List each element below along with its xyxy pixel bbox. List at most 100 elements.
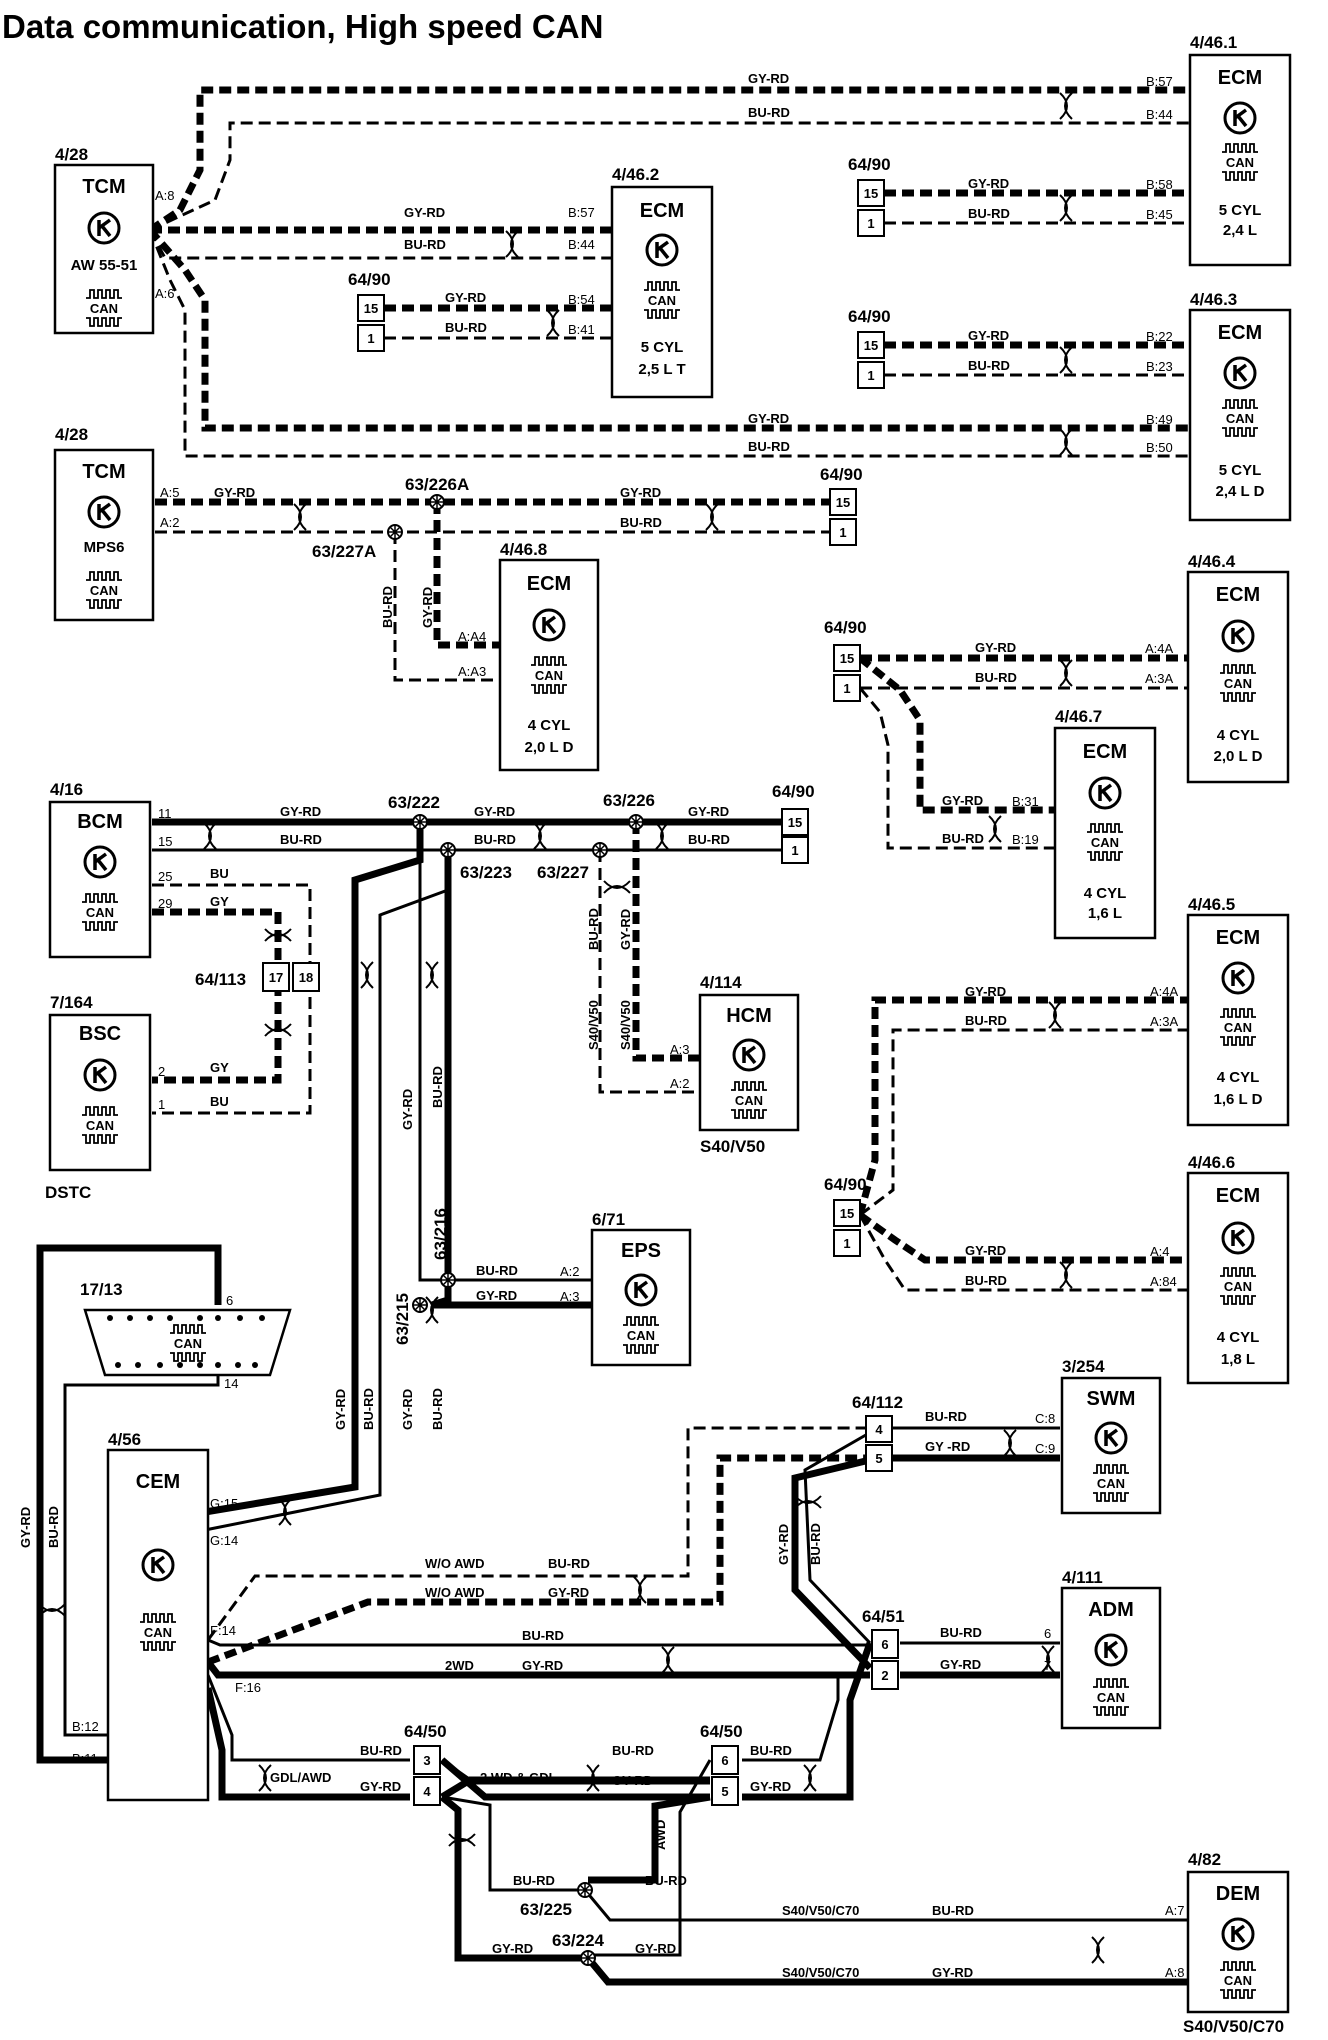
- pin-label: B:44: [568, 237, 595, 252]
- wire-label: BU-RD: [522, 1628, 564, 1643]
- module-cem-4-56: 4/56 CEM CAN: [106, 1430, 210, 1802]
- pin-label: A:8: [155, 188, 175, 203]
- pin-label: C:8: [1035, 1411, 1055, 1426]
- pin-label: B:11: [72, 1751, 98, 1766]
- module-ref: 4/16: [50, 780, 83, 799]
- can-label: CAN: [1226, 155, 1254, 170]
- pin-label: A:4A: [1145, 641, 1174, 656]
- can-label: CAN: [86, 1118, 114, 1133]
- wire-label: BU-RD: [940, 1625, 982, 1640]
- module-name: ECM: [1216, 927, 1260, 949]
- connector-ref: 64/51: [862, 1607, 905, 1626]
- pin-label: 1: [843, 1236, 850, 1251]
- module-ref: 4/56: [108, 1430, 141, 1449]
- wire-label: BU-RD: [476, 1263, 518, 1278]
- can-label: CAN: [90, 301, 118, 316]
- connector-64-90-a: 64/90 15 1: [848, 155, 891, 237]
- module-sub2: 2,5 L T: [638, 361, 685, 378]
- wire-label: GY-RD: [214, 485, 255, 500]
- data-link-connector-17-13: 17/13 CAN 6 14: [80, 1280, 292, 1391]
- can-label: CAN: [1091, 835, 1119, 850]
- can-label: CAN: [648, 293, 676, 308]
- pin-label: 6: [881, 1637, 888, 1652]
- wire-label: BU-RD: [380, 586, 395, 628]
- splice-label: 63/225: [520, 1900, 572, 1919]
- module-note: S40/V50/C70: [1183, 2017, 1284, 2036]
- pin-label: F:14: [210, 1623, 236, 1638]
- module-name: EPS: [621, 1240, 661, 1262]
- wire-label: GY-RD: [748, 71, 789, 86]
- module-sub1: 4 CYL: [1084, 885, 1127, 902]
- connector-ref: 64/90: [772, 782, 815, 801]
- wire-label: BU-RD: [925, 1409, 967, 1424]
- module-sub1: 5 CYL: [641, 339, 684, 356]
- module-bsc-7-164: 7/164 BSC CAN DSTC: [45, 993, 152, 1202]
- module-sub2: 2,0 L D: [525, 739, 574, 756]
- module-ref: 4/46.4: [1188, 552, 1236, 571]
- pin-label: B:41: [568, 322, 595, 337]
- module-sub1: 4 CYL: [1217, 1329, 1260, 1346]
- pin-label: 1: [867, 216, 874, 231]
- pin-label: A:8: [1165, 1965, 1185, 1980]
- variant-label: S40/V50/C70: [782, 1965, 859, 1980]
- connector-ref: 64/90: [848, 307, 891, 326]
- wire-label: BU-RD: [965, 1013, 1007, 1028]
- variant-label: S40/V50: [586, 1000, 601, 1050]
- pin-label: 15: [836, 495, 850, 510]
- wire-label: GY-RD: [522, 1658, 563, 1673]
- wire-label: GY-RD: [492, 1941, 533, 1956]
- wire-label: GY-RD: [476, 1288, 517, 1303]
- pin-label: B:58: [1146, 177, 1173, 192]
- variant-label: 2WD: [445, 1658, 474, 1673]
- module-tcm-4-28-mps6: 4/28 TCM MPS6 CAN: [53, 425, 155, 622]
- wire-label: GY-RD: [975, 640, 1016, 655]
- module-name: ECM: [1218, 67, 1262, 89]
- wire-label: GY-RD: [280, 804, 321, 819]
- module-sub1: 5 CYL: [1219, 202, 1262, 219]
- module-ecm-4-46-3: 4/46.3 ECM CAN 5 CYL 2,4 L D: [1188, 290, 1292, 522]
- module-sub1: AW 55-51: [71, 257, 138, 274]
- can-label: CAN: [1224, 1279, 1252, 1294]
- pin-label: A:2: [670, 1076, 690, 1091]
- pin-label: 1: [367, 331, 374, 346]
- wire-label: GY-RD: [420, 587, 435, 628]
- control-unit-icon: [1221, 1917, 1255, 1951]
- control-unit-icon: [532, 608, 566, 642]
- pin-label: B:50: [1146, 440, 1173, 455]
- wire-label: BU: [210, 1094, 229, 1109]
- pin-label: F:16: [235, 1680, 261, 1695]
- pin-label: A:A3: [458, 664, 486, 679]
- pin-label: 15: [864, 186, 878, 201]
- can-label: CAN: [90, 583, 118, 598]
- splice-63-216: [440, 1272, 456, 1288]
- variant-labels: W/O AWD W/O AWD 2WD GDL/AWD 2 WD & GDL A…: [270, 1556, 859, 1980]
- pin-label: A:A4: [458, 629, 486, 644]
- module-ref: 4/28: [55, 425, 88, 444]
- pin-label: 6: [721, 1753, 728, 1768]
- module-sub1: 4 CYL: [1217, 1069, 1260, 1086]
- splice-63-224: [580, 1950, 596, 1966]
- module-name: ECM: [1216, 1185, 1260, 1207]
- connector-64-90-d: 64/90 15 1: [820, 465, 863, 546]
- wire-label: GY-RD: [776, 1524, 791, 1565]
- module-ref: 4/111: [1062, 1568, 1103, 1587]
- pin-label: 4: [423, 1784, 431, 1799]
- pin-label: G:14: [210, 1533, 238, 1548]
- can-label: CAN: [86, 905, 114, 920]
- module-ref: 4/46.1: [1190, 33, 1237, 52]
- pin-label: A:3: [670, 1042, 690, 1057]
- pin-label: 15: [158, 834, 172, 849]
- module-sub2: 2,0 L D: [1214, 748, 1263, 765]
- control-unit-icon: [624, 1273, 658, 1307]
- pin-label: A:3: [560, 1289, 580, 1304]
- wire-label: GY-RD: [635, 1941, 676, 1956]
- pin-label: A:84: [1150, 1274, 1177, 1289]
- wire-label: GY-RD: [932, 1965, 973, 1980]
- connector-ref: 64/50: [700, 1722, 743, 1741]
- module-ecm-4-46-2: 4/46.2 ECM CAN 5 CYL 2,5 L T: [610, 165, 714, 399]
- module-sub2: 1,8 L: [1221, 1351, 1255, 1368]
- splice-63-215: [412, 1297, 428, 1313]
- control-unit-icon: [1223, 356, 1257, 390]
- wire-label: GY: [210, 1060, 229, 1075]
